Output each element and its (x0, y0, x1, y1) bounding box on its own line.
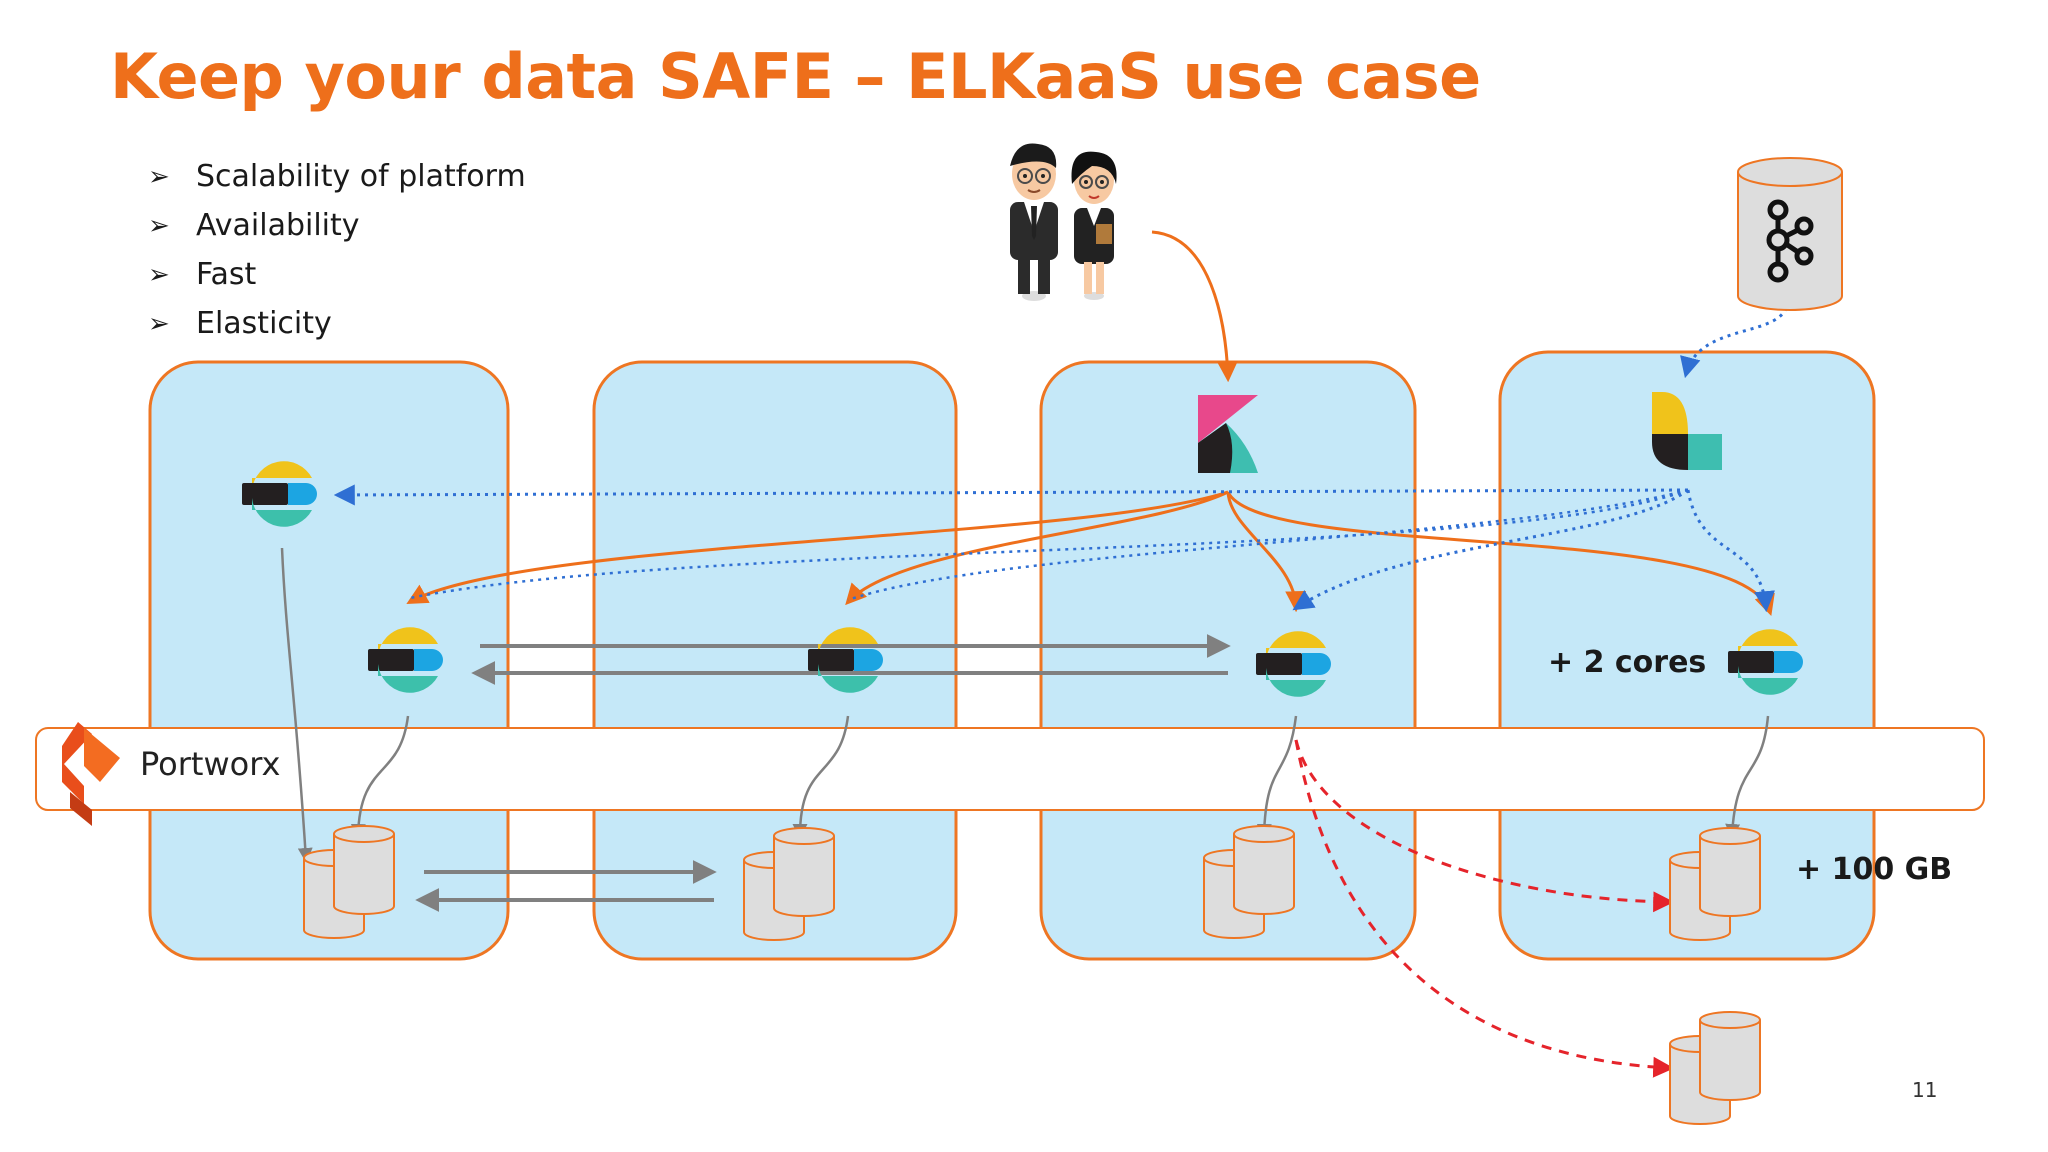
feature-item: ➢Scalability of platform (148, 159, 526, 194)
kibana-icon (1198, 395, 1258, 473)
rebalance-arrows (1294, 739, 1675, 1078)
arrow-bullet-icon: ➢ (148, 259, 170, 290)
users-icon (1010, 143, 1117, 301)
arrow-bullet-icon: ➢ (148, 210, 170, 241)
feature-list: ➢Scalability of platform ➢Availability ➢… (148, 152, 526, 348)
page-number: 11 (1912, 1078, 1938, 1102)
feature-item: ➢Fast (148, 257, 257, 292)
storage-scale-label: + 100 GB (1796, 852, 1953, 887)
logstash-icon (1652, 392, 1722, 470)
arrow-bullet-icon: ➢ (148, 161, 170, 192)
replication-arrows (415, 634, 1231, 912)
database-icon (1670, 1012, 1760, 1124)
feature-item: ➢Availability (148, 208, 360, 243)
cpu-scale-label: + 2 cores (1548, 645, 1707, 680)
kafka-icon (1737, 157, 1843, 311)
es-to-disk-links (280, 547, 1770, 863)
portworx-label: Portworx (140, 745, 281, 783)
ingest-arrows (333, 299, 1790, 613)
arrow-bullet-icon: ➢ (148, 308, 170, 339)
feature-item: ➢Elasticity (148, 306, 332, 341)
portworx-logo (62, 722, 120, 826)
slide-title: Keep your data SAFE – ELKaaS use case (110, 40, 1481, 113)
portworx-band (35, 727, 1985, 811)
